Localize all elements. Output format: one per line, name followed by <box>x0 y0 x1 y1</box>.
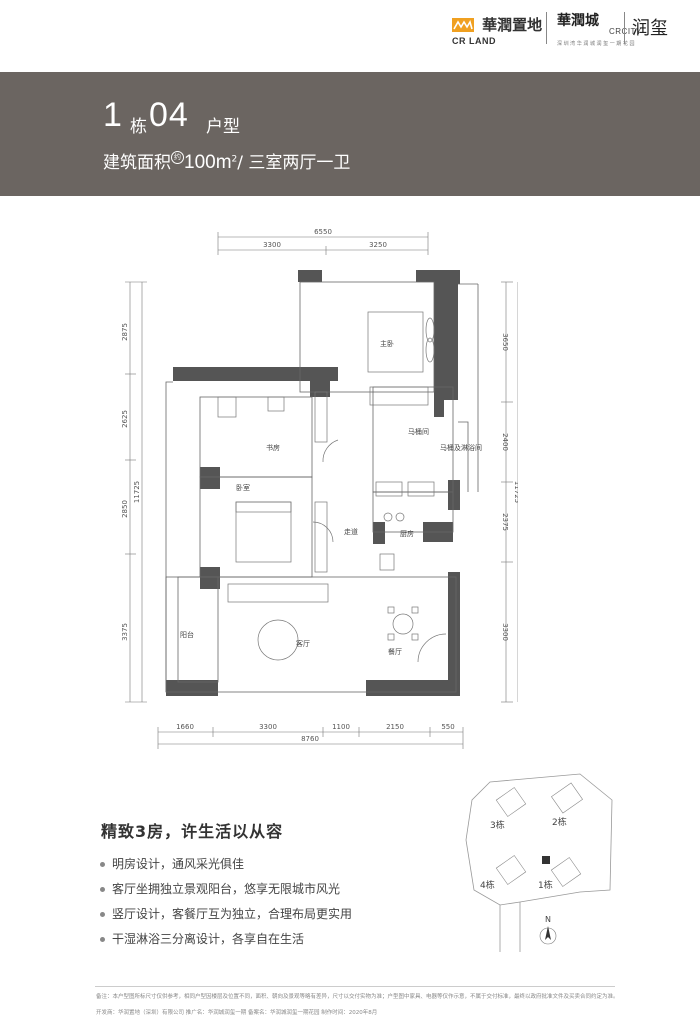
dim-left-4: 3375 <box>121 623 129 641</box>
dim-bottom-1: 1660 <box>176 723 194 731</box>
current-building-marker <box>542 856 550 864</box>
room-dining: 餐厅 <box>388 647 402 656</box>
developer-name: 華潤置地 <box>482 16 543 34</box>
north-arrow-icon: N <box>539 915 557 945</box>
room-master: 主卧 <box>380 339 394 348</box>
footer-disclaimer: 备注：本户型图所标尺寸仅供参考，相同户型因楼层及位置不同，面积、朝向及景观等略有… <box>96 994 619 1000</box>
room-kitchen: 厨房 <box>400 529 414 538</box>
project-name: 華潤城 <box>557 13 599 29</box>
dimension-labels: 6550 3300 3250 1660 3300 1100 2150 550 8… <box>121 228 518 743</box>
site-label-3: 3栋 <box>490 819 505 831</box>
cr-land-logo: 華潤置地 CR LAND <box>452 14 543 46</box>
room-labels: 主卧 马桶间 马桶及淋浴间 书房 卧室 走道 厨房 阳台 客厅 餐厅 <box>180 339 482 656</box>
dim-left-3: 2850 <box>121 500 129 518</box>
bullet-icon <box>100 937 105 942</box>
dim-top-total: 6550 <box>314 228 332 236</box>
svg-text:N: N <box>545 915 551 924</box>
unit-hero-band <box>0 72 700 196</box>
room-toilet: 马桶间 <box>408 427 429 436</box>
project-name-en: CRCITY <box>609 27 642 36</box>
room-bath: 马桶及淋浴间 <box>440 443 482 452</box>
dim-right-3: 2375 <box>501 513 509 531</box>
bullet-icon <box>100 887 105 892</box>
unit-type-word: 户型 <box>206 117 240 137</box>
dim-right-total: 11725 <box>513 481 518 503</box>
dim-left-1: 2875 <box>121 323 129 341</box>
dim-right-1: 3650 <box>501 333 509 351</box>
dimension-lines <box>125 232 518 749</box>
dim-right-4: 3300 <box>501 623 509 641</box>
bullet-icon <box>100 912 105 917</box>
building-blocks <box>495 782 583 887</box>
dim-left-2: 2625 <box>121 410 129 428</box>
furniture <box>217 311 447 663</box>
walls <box>166 270 460 696</box>
developer-name-en: CR LAND <box>452 36 496 46</box>
unit-layout: 三室两厅一卫 <box>248 153 351 173</box>
phase-name: 润玺 <box>632 18 668 39</box>
area-value: 100m <box>184 152 232 173</box>
project-tagline: 深 圳 湾 华 润 城 润 玺 一 期 花 园 <box>557 41 635 47</box>
unit-title: 1 <box>103 96 123 135</box>
brand-divider <box>546 12 547 44</box>
site-label-4: 4栋 <box>480 879 495 891</box>
dim-bottom-4: 2150 <box>386 723 404 731</box>
unit-code: 04 <box>149 96 189 134</box>
area-label: 建筑面积 <box>103 153 171 173</box>
area-separator: / <box>237 153 243 173</box>
feature-item: 客厅坐拥独立景观阳台，悠享无限城市风光 <box>100 880 340 897</box>
brand-header: 華潤置地 CR LAND 華潤城 CRCITY 深 圳 湾 华 润 城 润 玺 … <box>0 0 700 72</box>
room-balcony: 阳台 <box>180 630 194 639</box>
feature-item: 明房设计，通风采光俱佳 <box>100 855 244 872</box>
footer-developer-info: 开发商：华润置地（深圳）有限公司 推广名：华润城润玺一期 备案名：华润城润玺一期… <box>96 1010 378 1016</box>
dim-left-total: 11725 <box>133 481 141 503</box>
dim-bottom-3: 1100 <box>332 723 350 731</box>
brand-divider <box>624 12 625 44</box>
dim-right-2: 2400 <box>501 433 509 451</box>
unit-building-word: 栋 <box>130 117 147 137</box>
feature-item: 干湿淋浴三分离设计，各享自在生活 <box>100 930 304 947</box>
dim-top-1: 3300 <box>263 241 281 249</box>
crcity-logo: 華潤城 CRCITY 深 圳 湾 华 润 城 润 玺 一 期 花 园 <box>557 10 641 47</box>
site-label-1: 1栋 <box>538 879 553 891</box>
unit-building: 1 <box>103 96 123 134</box>
approx-badge: 约 <box>171 151 184 164</box>
feature-item: 竖厅设计，客餐厅互为独立，合理布局更实用 <box>100 905 352 922</box>
site-plan: 3栋 2栋 4栋 1栋 N <box>465 773 613 952</box>
room-bedroom: 卧室 <box>236 483 250 492</box>
dim-bottom-5: 550 <box>441 723 454 731</box>
footer-divider <box>95 986 615 987</box>
cr-land-mark-icon <box>452 17 474 32</box>
area-unit-sup: 2 <box>231 154 238 165</box>
dim-bottom-total: 8760 <box>301 735 319 743</box>
features-title: 精致3房，许生活以从容 <box>101 822 284 841</box>
room-living: 客厅 <box>296 639 310 648</box>
dim-top-2: 3250 <box>369 241 387 249</box>
dim-bottom-2: 3300 <box>259 723 277 731</box>
room-corridor: 走道 <box>344 527 358 536</box>
room-study: 书房 <box>266 443 280 452</box>
site-label-2: 2栋 <box>552 816 567 828</box>
floor-plan: 6550 3300 3250 1660 3300 1100 2150 550 8… <box>121 228 518 749</box>
bullet-icon <box>100 862 105 867</box>
